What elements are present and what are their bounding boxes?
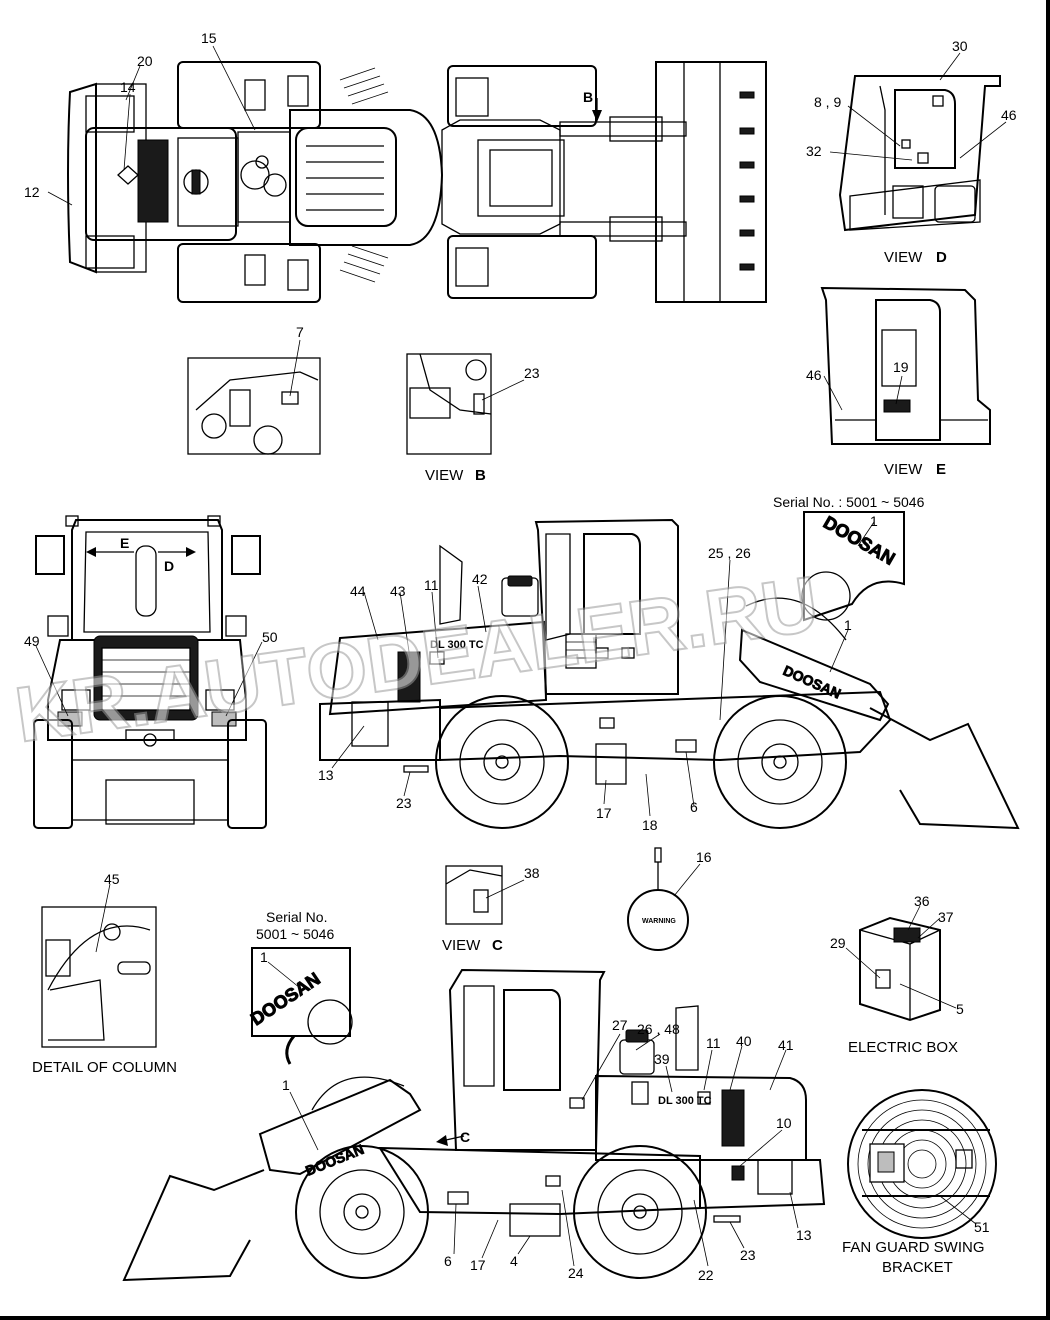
fan-guard-detail: 51 FAN GUARD SWING BRACKET: [842, 1089, 997, 1276]
callout-8-9: 8 , 9: [814, 94, 841, 110]
callout-5: 5: [956, 1001, 964, 1017]
callout-45: 45: [104, 871, 120, 887]
callout-19: 19: [893, 359, 909, 375]
callout-27: 27: [612, 1017, 628, 1033]
callout-51: 51: [974, 1219, 990, 1235]
left-side-view: Serial No. 5001 ~ 5046 DOOSAN 1 DL 300 T…: [122, 909, 826, 1283]
callout-43: 43: [390, 583, 406, 599]
callout-30: 30: [952, 38, 968, 54]
callout-1-right: 1: [844, 617, 852, 633]
callout-7: 7: [296, 324, 304, 340]
callout-6-left: 6: [444, 1253, 452, 1269]
callout-18: 18: [642, 817, 658, 833]
doosan-decal-arm-left: DOOSAN: [303, 1141, 366, 1179]
view-e-caption: VIEW: [884, 461, 923, 478]
view-e-arrow-label: E: [120, 535, 129, 551]
callout-15: 15: [201, 30, 217, 46]
callout-20: 20: [137, 53, 153, 69]
warning-hang-tag: WARNING 16: [627, 847, 712, 951]
view-d-arrow-label: D: [164, 558, 174, 574]
callout-4: 4: [510, 1253, 518, 1269]
callout-23-right: 23: [396, 795, 412, 811]
view-b-letter: B: [475, 467, 486, 484]
callout-39: 39: [654, 1051, 670, 1067]
callout-23-b: 23: [524, 365, 540, 381]
callout-32: 32: [806, 143, 822, 159]
callout-14: 14: [120, 79, 136, 95]
view-d-caption: VIEW: [884, 249, 923, 266]
doosan-decal-inset-left: DOOSAN 1: [247, 947, 353, 1065]
view-e: 46 19 VIEW E: [806, 286, 991, 478]
callout-13-left: 13: [796, 1227, 812, 1243]
hang-tag-text: WARNING: [642, 918, 676, 925]
view-d-letter: D: [936, 249, 947, 266]
detail-7: 7: [187, 324, 321, 455]
view-d: 30 8 , 9 46 32 VIEW D: [806, 38, 1017, 266]
callout-50: 50: [262, 629, 278, 645]
callout-13-right: 13: [318, 767, 334, 783]
callout-22: 22: [698, 1267, 714, 1283]
serial-note-right: Serial No. : 5001 ~ 5046: [773, 494, 925, 510]
watermark: KR.AUTODEALER.RU: [10, 559, 823, 759]
callout-26-48: 26 , 48: [637, 1021, 680, 1037]
callout-36: 36: [914, 893, 930, 909]
callout-44: 44: [350, 583, 366, 599]
view-c-arrow-label: C: [460, 1129, 470, 1145]
callout-1-inset: 1: [870, 513, 878, 529]
electric-box: 36 37 29 5 ELECTRIC BOX: [830, 893, 964, 1056]
serial-note-left-line1: Serial No.: [266, 909, 327, 925]
fan-guard-caption-line1: FAN GUARD SWING: [842, 1239, 985, 1256]
callout-29: 29: [830, 935, 846, 951]
column-detail: 45 DETAIL OF COLUMN: [32, 871, 177, 1076]
callout-1-left: 1: [282, 1077, 290, 1093]
callout-37: 37: [938, 909, 954, 925]
callout-42: 42: [472, 571, 488, 587]
callout-12: 12: [24, 184, 40, 200]
callout-25-26: 25 , 26: [708, 545, 751, 561]
callout-23-left: 23: [740, 1247, 756, 1263]
fan-guard-caption-line2: BRACKET: [882, 1259, 953, 1276]
view-b-caption: VIEW: [425, 467, 464, 484]
view-c: 38 VIEW C: [442, 865, 540, 954]
callout-38: 38: [524, 865, 540, 881]
serial-note-left-line2: 5001 ~ 5046: [256, 926, 334, 942]
view-e-letter: E: [936, 461, 946, 478]
doosan-decal-inset-left-text: DOOSAN: [247, 969, 324, 1030]
column-detail-caption: DETAIL OF COLUMN: [32, 1059, 177, 1076]
callout-17-right: 17: [596, 805, 612, 821]
callout-10: 10: [776, 1115, 792, 1131]
callout-11-left: 11: [706, 1035, 721, 1051]
doosan-decal-inset-text: DOOSAN: [820, 512, 898, 569]
view-b-arrow-label: B: [583, 89, 593, 105]
callout-24: 24: [568, 1265, 584, 1281]
callout-17-left: 17: [470, 1257, 486, 1273]
top-view: 15 20 14 12 B: [24, 30, 767, 303]
electric-box-caption: ELECTRIC BOX: [848, 1039, 958, 1056]
callout-6-right: 6: [690, 799, 698, 815]
callout-11-right: 11: [424, 577, 439, 593]
front-view: E D 49 50: [24, 515, 278, 829]
callout-16: 16: [696, 849, 712, 865]
callout-46-e: 46: [806, 367, 822, 383]
view-c-letter: C: [492, 937, 503, 954]
callout-41: 41: [778, 1037, 794, 1053]
view-c-caption: VIEW: [442, 937, 481, 954]
callout-46: 46: [1001, 107, 1017, 123]
view-b: 23 VIEW B: [406, 353, 540, 484]
model-badge-left: DL 300 TC: [658, 1095, 712, 1107]
callout-40: 40: [736, 1033, 752, 1049]
callout-1-inset-left: 1: [260, 949, 268, 965]
model-badge-right: DL 300 TC: [430, 639, 484, 651]
callout-49: 49: [24, 633, 40, 649]
